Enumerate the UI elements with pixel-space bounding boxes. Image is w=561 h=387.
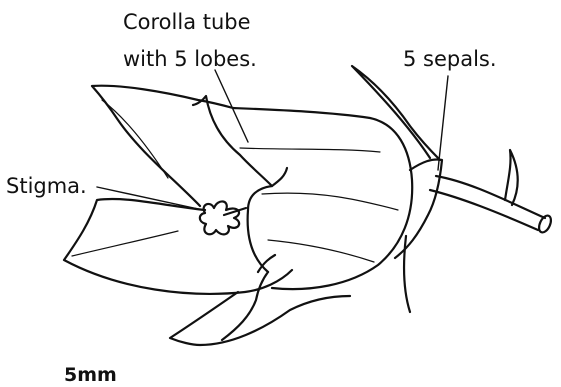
bract [505,150,518,205]
sepals-label: 5 sepals. [403,47,497,71]
bottom-lobe [170,292,350,345]
upper-left-lobe [92,86,233,206]
lower-left-lobe-vein [72,231,178,256]
lower-left-lobe [64,199,292,294]
corolla-label-line2: with 5 lobes. [123,47,257,71]
corolla-label-line1: Corolla tube [123,10,251,34]
front-lobe [193,96,272,272]
sepals-leader-line [438,76,448,170]
corolla-tube-rib-2 [262,193,398,210]
stigma [200,201,246,234]
stigma-label: Stigma. [6,174,87,198]
bottom-lobe-tip [222,272,268,340]
calyx-base [395,159,442,258]
corolla-tube-rib-1 [240,148,380,152]
stem [430,176,545,230]
corolla-tube-rib-3 [268,240,374,262]
sepal-left [272,168,287,186]
stem-cut-end [537,214,554,235]
scale-label: 5mm [64,364,117,386]
sepal-top [352,66,440,160]
